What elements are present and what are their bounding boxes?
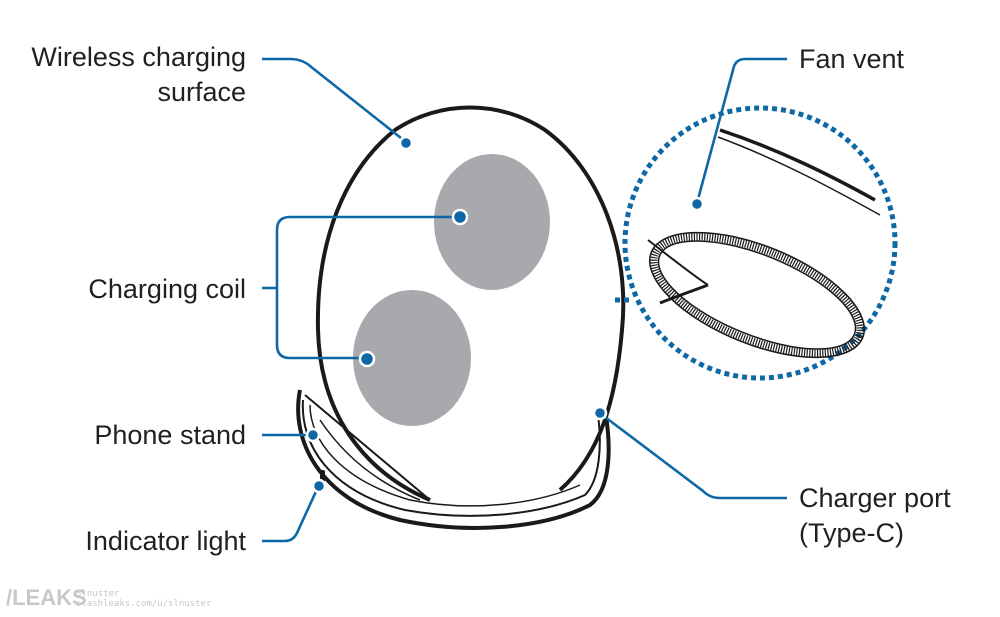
leader-fan-vent bbox=[689, 57, 787, 212]
fan-vent-detail bbox=[615, 105, 898, 381]
fan-vent-grille bbox=[649, 232, 865, 358]
detail-circle bbox=[622, 105, 898, 381]
leader-phone-stand bbox=[262, 427, 321, 443]
indicator-light-slot bbox=[320, 470, 325, 482]
watermark-logo: /LEAKS bbox=[6, 585, 87, 610]
charging-coil-lower bbox=[353, 290, 471, 426]
charging-coil-upper bbox=[434, 154, 550, 290]
leader-indicator-light bbox=[262, 478, 327, 543]
label-fan-vent: Fan vent bbox=[799, 44, 905, 74]
leader-charging-coil bbox=[262, 208, 469, 368]
label-charger-port-line2: (Type-C) bbox=[799, 518, 904, 548]
watermark-user: Slnuster bbox=[76, 589, 120, 599]
watermark-url: slashleaks.com/u/slnuster bbox=[76, 599, 212, 609]
label-phone-stand: Phone stand bbox=[94, 420, 246, 450]
label-wireless-surface-line1: Wireless charging bbox=[31, 42, 246, 72]
label-wireless-surface-line2: surface bbox=[157, 77, 246, 107]
label-indicator-light: Indicator light bbox=[85, 526, 246, 556]
leader-charger-port bbox=[592, 405, 787, 500]
charging-pad bbox=[315, 105, 626, 502]
charger-base bbox=[296, 389, 611, 530]
label-charger-port-line1: Charger port bbox=[799, 483, 951, 513]
leader-wireless-surface bbox=[262, 57, 414, 151]
label-charging-coil: Charging coil bbox=[88, 274, 246, 304]
